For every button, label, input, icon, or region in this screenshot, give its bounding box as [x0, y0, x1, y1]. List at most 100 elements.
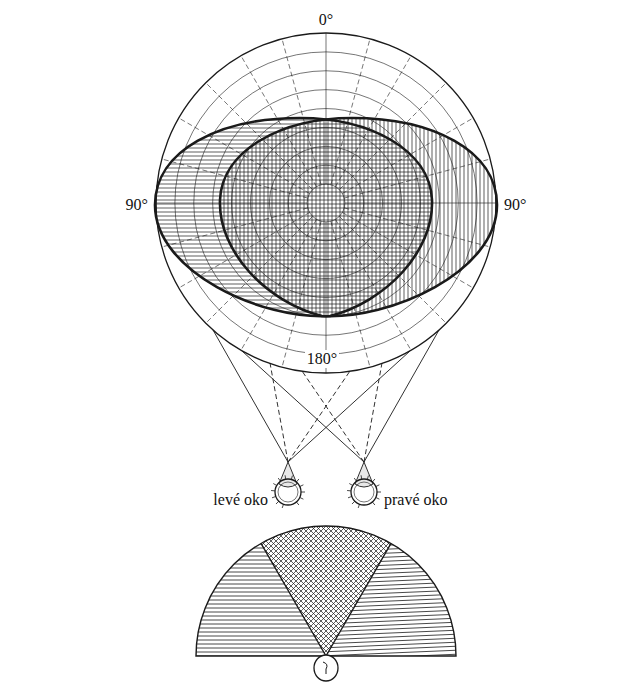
hatch-line	[500, 110, 501, 325]
hatch-line	[257, 520, 397, 660]
hatch-line	[387, 520, 527, 660]
hatch-line	[172, 520, 312, 660]
hatch-line	[190, 648, 330, 649]
hatch-line	[392, 520, 532, 660]
hatch-line	[0, 520, 140, 660]
hatch-line	[448, 110, 449, 325]
hatch-line	[205, 520, 345, 660]
eye-lens-cone	[279, 462, 297, 487]
head-outline	[314, 655, 338, 681]
hatch-line	[360, 110, 361, 325]
hatch-line	[312, 110, 313, 325]
hatch-line	[220, 520, 360, 660]
hatch-line	[340, 110, 341, 325]
hatch-line	[105, 520, 245, 660]
hatch-line	[327, 520, 467, 660]
hatch-line	[368, 110, 369, 325]
eye-tick	[271, 490, 275, 491]
hatch-line	[190, 520, 330, 660]
hatch-line	[190, 580, 330, 581]
hatch-line	[252, 110, 253, 325]
hatch-line	[320, 514, 462, 520]
hatch-line	[20, 520, 160, 660]
hatch-line	[262, 520, 402, 660]
hatch-line	[190, 576, 330, 577]
hatch-line	[167, 520, 307, 660]
hatch-line	[322, 520, 462, 660]
hatch-line	[190, 612, 330, 613]
hatch-line	[192, 520, 332, 660]
hatch-line	[316, 110, 317, 325]
hatch-line	[408, 110, 409, 325]
eye-tick	[349, 484, 352, 486]
left-eye-field	[155, 118, 432, 316]
hatch-line	[160, 520, 300, 660]
hatch-line	[357, 520, 497, 660]
hatch-line	[362, 520, 502, 660]
hatch-line	[336, 110, 337, 325]
eye-tick	[354, 478, 356, 481]
hatch-line	[282, 520, 422, 660]
hatch-line	[252, 520, 392, 660]
hatch-line	[185, 520, 325, 660]
eyeball	[275, 479, 301, 505]
hatch-line	[492, 110, 493, 325]
hatch-line	[230, 520, 370, 660]
hatch-line	[182, 520, 322, 660]
hatch-line	[244, 110, 245, 325]
hatch-line	[507, 520, 626, 660]
hatch-line	[447, 520, 587, 660]
hatch-line	[320, 574, 462, 580]
hatch-line	[190, 636, 330, 637]
hatch-line	[190, 536, 330, 537]
hatch-line	[467, 520, 607, 660]
hatch-line	[170, 520, 310, 660]
hatch-line	[497, 520, 626, 660]
eye-symbol	[271, 462, 305, 508]
hatch-line	[452, 520, 592, 660]
hatch-line	[284, 110, 285, 325]
hatch-line	[320, 562, 462, 568]
hatch-line	[352, 520, 492, 660]
hatch-line	[90, 520, 230, 660]
hatch-line	[300, 110, 301, 325]
hatch-line	[145, 116, 445, 117]
hatch-line	[100, 520, 240, 660]
hatch-line	[237, 520, 377, 660]
hatch-line	[412, 520, 552, 660]
hatch-line	[472, 520, 612, 660]
eye-label: pravé oko	[384, 491, 448, 509]
hatch-line	[15, 520, 155, 660]
hatch-line	[75, 520, 215, 660]
eye-tick	[273, 484, 276, 486]
hatch-line	[277, 520, 417, 660]
hatch-line	[404, 110, 405, 325]
hatch-line	[207, 520, 347, 660]
hatch-line	[302, 520, 442, 660]
hatch-line	[55, 520, 195, 660]
hatch-line	[190, 540, 330, 541]
hatch-line	[272, 520, 412, 660]
eye-tick	[367, 476, 368, 480]
hatch-line	[292, 520, 432, 660]
hatch-line	[395, 520, 535, 660]
hatch-line	[190, 640, 330, 641]
hatch-line	[320, 110, 321, 325]
hatch-line	[10, 520, 150, 660]
eye-tick	[348, 496, 352, 497]
hatch-line	[328, 110, 329, 325]
hatch-line	[236, 110, 237, 325]
hatch-line	[427, 520, 567, 660]
hatch-line	[468, 110, 469, 325]
hatch-line	[320, 518, 462, 524]
fan-divider	[261, 543, 326, 656]
hatch-line	[190, 520, 330, 521]
hatch-line	[190, 556, 330, 557]
hatch-line	[384, 110, 385, 325]
hatch-line	[407, 520, 547, 660]
angle-label: 180°	[305, 350, 339, 368]
hatch-line	[372, 520, 512, 660]
hatch-line	[320, 554, 462, 560]
hatch-line	[150, 520, 290, 660]
